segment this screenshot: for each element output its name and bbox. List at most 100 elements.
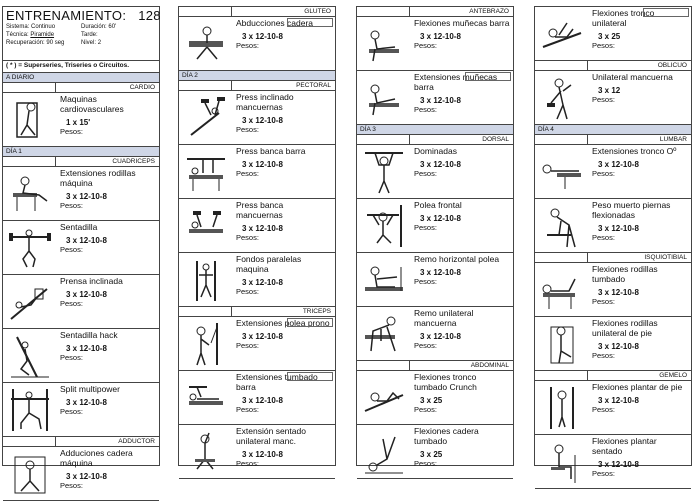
exercise-name: Adduciones cadera máquina [60, 448, 133, 468]
exercise-sets: 3 x 12-10-8 [420, 332, 461, 341]
exercise-name: Flexiones cadera tumbado [414, 426, 479, 446]
unilateral-crunch-icon [535, 7, 589, 60]
adductor-machine-icon [3, 447, 57, 500]
exercise-name: Flexiones plantar de pie [592, 382, 683, 392]
exercise-name: Peso muerto piernas flexionadas [592, 200, 671, 220]
exercise-name: Press banca mancuernas [236, 200, 284, 220]
pesos-label: Pesos: [60, 127, 83, 136]
exercise-sets: 3 x 12-10-8 [420, 96, 461, 105]
exercise-sets: 3 x 12-10-8 [420, 32, 461, 41]
group-pectoral: PECTORAL [179, 81, 335, 91]
pesos-label: Pesos: [60, 481, 83, 490]
dips-machine-icon [179, 253, 233, 306]
exercise-sets: 3 x 12-10-8 [66, 344, 107, 353]
exercise-name: Sentadilla [60, 222, 98, 232]
seated-row-icon [357, 253, 411, 306]
exercise-name: Unilateral mancuerna [592, 72, 673, 82]
exercise-name: Maquinas cardiovasculares [60, 94, 124, 114]
pesos-label: Pesos: [414, 405, 437, 414]
exercise-name: Dominadas [414, 146, 457, 156]
exercise-sets: 3 x 12-10-8 [66, 398, 107, 407]
exercise-sets: 3 x 12-10-8 [66, 290, 107, 299]
leg-extension-icon [3, 167, 57, 220]
seated-calf-raise-icon [535, 435, 589, 488]
exercise-sets: 3 x 12-10-8 [420, 160, 461, 169]
group-gluteo: GLUTEO [179, 7, 335, 17]
exercise-name: Flexiones rodillas tumbado [592, 264, 658, 284]
exercise-sets: 3 x 12 [598, 86, 621, 95]
pesos-label: Pesos: [60, 299, 83, 308]
cardio-machine-icon [3, 93, 57, 146]
exercise-name: Press banca barra [236, 146, 306, 156]
exercise-name: Remo horizontal polea [414, 254, 500, 264]
pesos-label: Pesos: [592, 469, 615, 478]
exercise-sets: 3 x 12-10-8 [598, 288, 639, 297]
exercise-name: Extensiones muñecas barra [414, 72, 498, 92]
exercise-sets: 3 x 12-10-8 [242, 278, 283, 287]
day-diario: A DIARIO [3, 73, 159, 83]
lying-extension-icon [179, 371, 233, 424]
exercise-sets: 3 x 12-10-8 [242, 396, 283, 405]
exercise-sets: 3 x 12-10-8 [242, 224, 283, 233]
day-3: DÍA 3 [357, 125, 513, 135]
sistema-value: Continuo [31, 24, 56, 30]
wrist-curl-icon [357, 17, 411, 70]
leg-press-icon [3, 275, 57, 328]
triceps-pushdown-icon [179, 317, 233, 370]
exercise-sets: 3 x 12-10-8 [598, 224, 639, 233]
exercise-sets: 3 x 12-10-8 [242, 450, 283, 459]
group-gemelo: GEMELO [535, 371, 691, 381]
day-1: DÍA 1 [3, 147, 159, 157]
pesos-label: Pesos: [236, 169, 259, 178]
day-4: DÍA 4 [535, 125, 691, 135]
one-arm-row-icon [357, 307, 411, 360]
split-multipower-icon [3, 383, 57, 436]
exercise-name: Extensión sentado unilateral manc. [236, 426, 306, 446]
exercise-name: Press inclinado mancuernas [236, 92, 294, 112]
lying-leg-curl-icon [535, 263, 589, 316]
exercise-name: Remo unilateral mancuerna [414, 308, 474, 328]
pesos-label: Pesos: [236, 233, 259, 242]
pesos-label: Pesos: [236, 459, 259, 468]
pesos-label: Pesos: [592, 95, 615, 104]
legend: ( * ) = Superseries, Triseries o Circuit… [3, 61, 159, 73]
standing-calf-raise-icon [535, 381, 589, 434]
training-number: 128 [138, 8, 161, 23]
exercise-sets: 3 x 25 [598, 32, 621, 41]
training-title: ENTRENAMIENTO:128 [6, 8, 161, 23]
exercise-name: Flexiones tronco unilateral [592, 8, 655, 28]
exercise-sets: 3 x 12-10-8 [598, 396, 639, 405]
group-cardio: CARDIO [3, 83, 159, 93]
exercise-name: Split multipower [60, 384, 120, 394]
group-lumbar: LUMBAR [535, 135, 691, 145]
pesos-label: Pesos: [414, 277, 437, 286]
exercise-name: Extensiones rodillas máquina [60, 168, 136, 188]
exercise-sets: 3 x 12-10-8 [66, 472, 107, 481]
exercise-sets: 3 x 12-10-8 [242, 116, 283, 125]
pesos-label: Pesos: [414, 105, 437, 114]
exercise-sets: 3 x 12-10-8 [598, 160, 639, 169]
exercise-sets: 3 x 12-10-8 [420, 268, 461, 277]
pull-up-icon [357, 145, 411, 198]
group-abdominal: ABDOMINAL [357, 361, 513, 371]
exercise-name: Prensa inclinada [60, 276, 123, 286]
exercise-name: Extensiones tronco Oº [592, 146, 677, 156]
